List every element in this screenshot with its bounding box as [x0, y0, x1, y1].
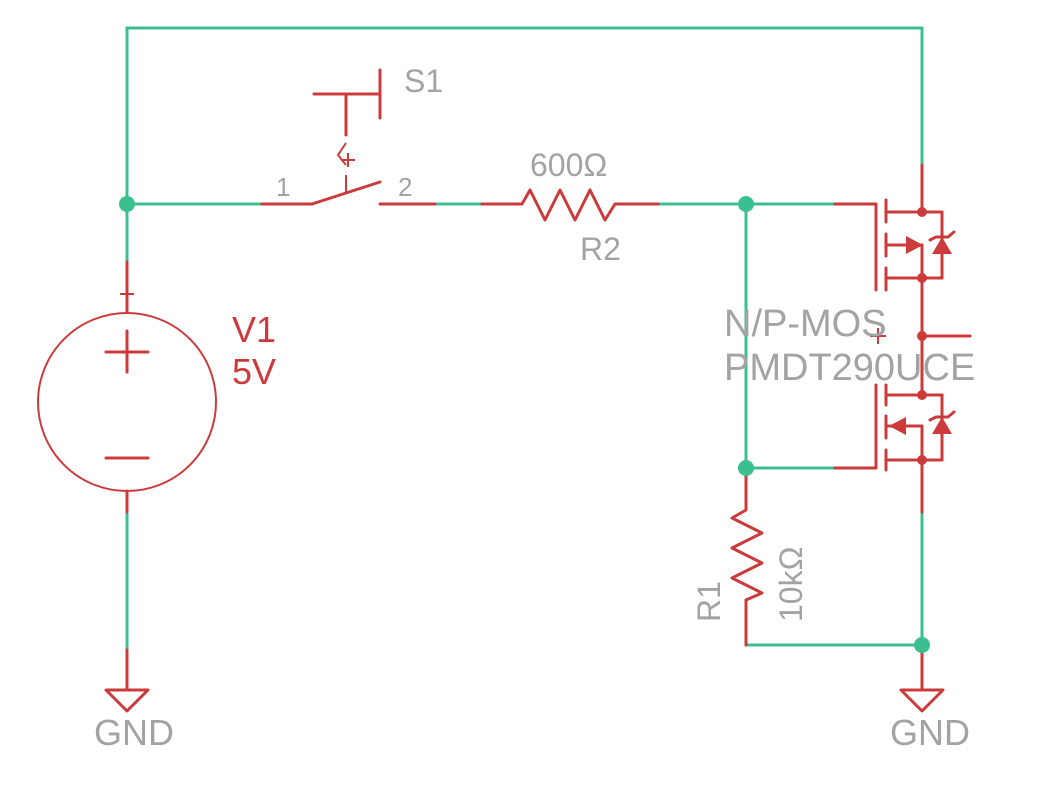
nmos-body-diode-icon [932, 417, 952, 434]
mosfet-part-label: PMDT290UCE [724, 347, 975, 389]
pushbutton-switch-s1: S1 1 2 [260, 63, 443, 206]
junction-dot [914, 637, 930, 653]
r1-value-label: 10kΩ [773, 546, 809, 622]
resistor-r2: 600Ω R2 [480, 147, 660, 267]
ground-right: GND [890, 648, 970, 753]
junction-dot [738, 196, 754, 212]
mosfet-pair-q1: N/P-MOS PMDT290UCE [724, 163, 975, 514]
junction-dot [119, 196, 135, 212]
r2-value-label: 600Ω [530, 147, 607, 183]
nmos-arrow-icon [889, 417, 906, 435]
r2-name-label: R2 [580, 231, 621, 267]
ground-right-label: GND [890, 712, 970, 753]
wire-top-loop [125, 26, 924, 206]
ground-left: GND [94, 648, 174, 753]
junction-dot [738, 460, 754, 476]
pmos-body-diode-icon [932, 237, 952, 254]
v1-name-label: V1 [232, 309, 276, 350]
s1-name-label: S1 [404, 63, 443, 99]
v1-value-label: 5V [232, 351, 276, 392]
resistor-r1: R1 10kΩ [691, 466, 809, 647]
junction-dots [119, 196, 930, 653]
ground-icon [899, 688, 945, 713]
r1-name-label: R1 [691, 581, 727, 622]
ground-icon [104, 688, 150, 713]
s1-pin2-label: 2 [398, 172, 412, 202]
ground-left-label: GND [94, 712, 174, 753]
s1-pin1-label: 1 [276, 172, 290, 202]
voltage-source-v1: V1 5V [37, 260, 276, 514]
mosfet-type-label: N/P-MOS [724, 303, 887, 345]
pmos-arrow-icon [906, 236, 923, 254]
